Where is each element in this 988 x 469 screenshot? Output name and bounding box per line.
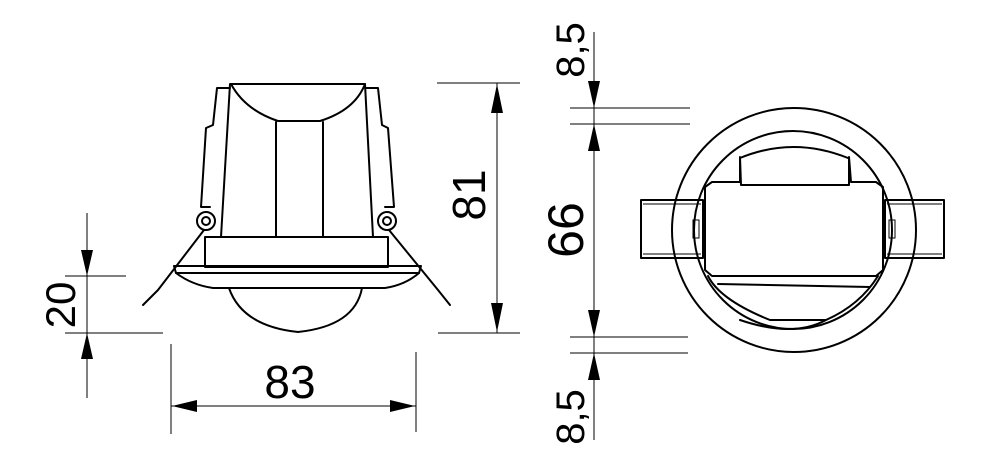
dimension-label-66: 66 — [538, 202, 594, 258]
dimension-81: 81 — [437, 82, 520, 334]
dimension-20: 20 — [37, 213, 163, 398]
side-view — [142, 83, 451, 333]
dimension-83: 83 — [170, 344, 417, 434]
dimension-label-20: 20 — [37, 282, 84, 329]
dimension-label-81: 81 — [443, 169, 495, 220]
dimension-66: 66 8,5 8,5 — [538, 22, 690, 445]
dimension-label-8-5-top: 8,5 — [549, 22, 593, 78]
dimension-label-83: 83 — [264, 356, 315, 408]
dimension-label-8-5-bottom: 8,5 — [549, 389, 593, 445]
bottom-view — [640, 107, 945, 353]
